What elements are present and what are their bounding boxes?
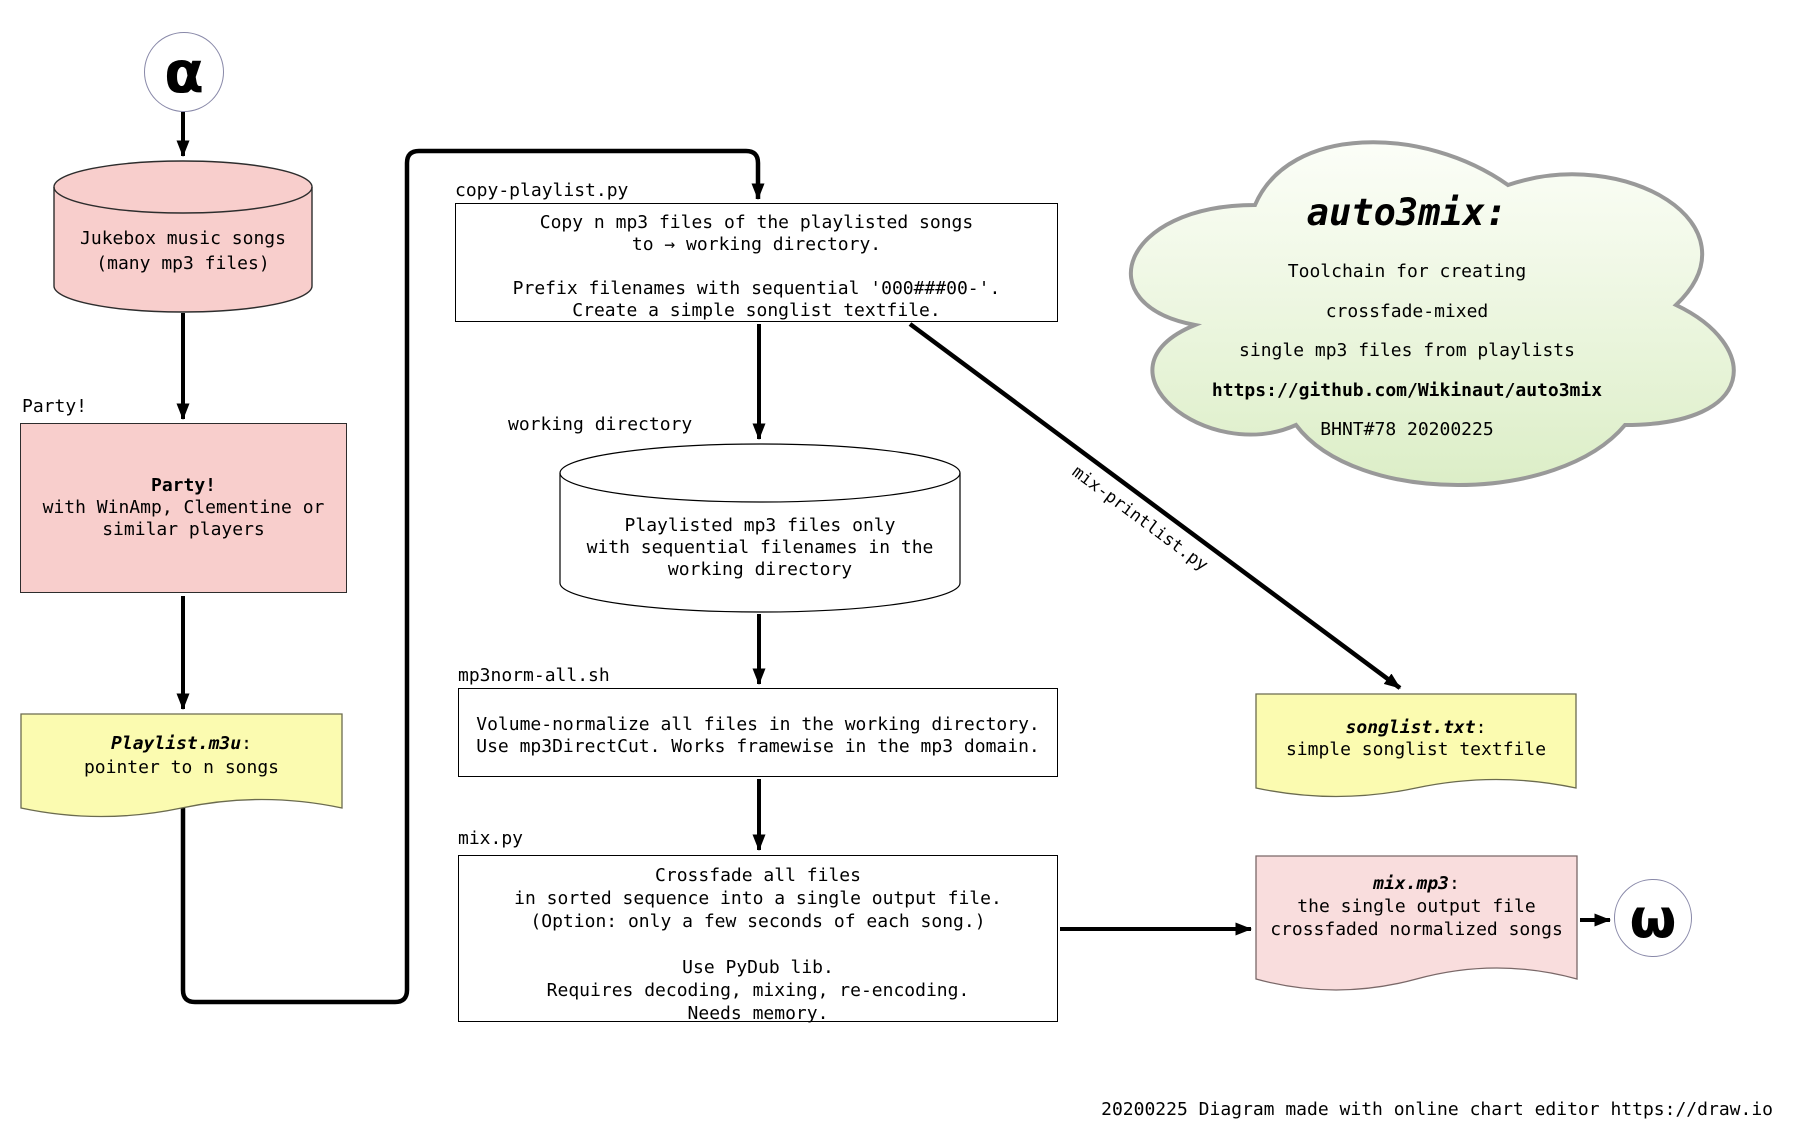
mixmp3-doc-colon: : — [1449, 873, 1460, 894]
party-box: Party! with WinAmp, Clementine or simila… — [20, 423, 347, 593]
mix-box-line-7: Needs memory. — [687, 1003, 829, 1024]
mp3norm-box: Volume-normalize all files in the workin… — [458, 688, 1058, 777]
copy-box-line-1: Copy n mp3 files of the playlisted songs — [539, 212, 974, 233]
mix-box-line-5: Use PyDub lib. — [682, 957, 834, 978]
party-line-2: similar players — [102, 519, 265, 540]
cloud-line-1: Toolchain for creating — [1287, 261, 1527, 282]
jukebox-line-2: (many mp3 files) — [96, 253, 270, 274]
party-line-1: with WinAmp, Clementine or — [42, 497, 325, 518]
alpha-symbol: α — [164, 38, 204, 106]
mixmp3-doc-line-1: the single output file — [1297, 896, 1536, 917]
mix-box-line-2: in sorted sequence into a single output … — [514, 888, 1002, 909]
mixmp3-doc-line-2: crossfaded normalized songs — [1270, 919, 1563, 940]
copy-playlist-label: copy-playlist.py — [455, 180, 629, 201]
omega-symbol: ω — [1629, 886, 1677, 950]
cloud-title: auto3mix: — [1306, 191, 1508, 234]
playlist-doc-line: pointer to n songs — [83, 757, 280, 778]
footer-credit: 20200225 Diagram made with online chart … — [1101, 1099, 1773, 1120]
songlist-doc-colon: : — [1475, 717, 1487, 738]
mix-box: Crossfade all files in sorted sequence i… — [458, 855, 1058, 1024]
mix-box-line-1: Crossfade all files — [655, 865, 861, 886]
working-directory-label: working directory — [508, 414, 693, 435]
copy-box-line-3 — [456, 256, 1057, 278]
songlist-doc-name: songlist.txt — [1345, 717, 1476, 738]
party-title: Party! — [150, 475, 217, 496]
party-outer-label: Party! — [22, 396, 88, 417]
mix-label: mix.py — [458, 828, 524, 849]
mix-box-line-4 — [459, 933, 1057, 956]
workdir-line-1: Playlisted mp3 files only — [624, 515, 896, 536]
playlist-doc-colon: : — [241, 733, 252, 754]
cloud-line-2: crossfade-mixed — [1325, 300, 1489, 322]
cloud-meta: BHNT#78 20200225 — [1320, 419, 1494, 440]
start-terminator-alpha: α — [144, 32, 224, 112]
mix-box-line-3: (Option: only a few seconds of each song… — [530, 911, 986, 932]
copy-box-line-2: to → working directory. — [631, 234, 882, 255]
copy-box-line-4: Prefix filenames with sequential '000###… — [512, 278, 1001, 299]
jukebox-line-1: Jukebox music songs — [80, 228, 286, 249]
mp3norm-label: mp3norm-all.sh — [458, 665, 610, 686]
mix-box-line-6: Requires decoding, mixing, re-encoding. — [546, 980, 970, 1001]
auto3mix-cloud: auto3mix: Toolchain for creating crossfa… — [1087, 105, 1760, 505]
copy-playlist-box: Copy n mp3 files of the playlisted songs… — [455, 203, 1058, 322]
working-directory-cylinder: Playlisted mp3 files only with sequentia… — [559, 443, 961, 613]
mixmp3-doc-name: mix.mp3 — [1373, 873, 1449, 894]
copy-box-line-5: Create a simple songlist textfile. — [572, 300, 941, 321]
mixmp3-document: mix.mp3: the single output file crossfad… — [1255, 855, 1578, 1003]
mp3norm-line-1: Volume-normalize all files in the workin… — [476, 714, 1040, 735]
songlist-doc-line: simple songlist textfile — [1285, 739, 1547, 760]
songlist-document: songlist.txt: simple songlist textfile — [1255, 693, 1577, 808]
workdir-line-2: with sequential filenames in the — [586, 537, 934, 558]
mp3norm-line-2: Use mp3DirectCut. Works framewise in the… — [476, 736, 1040, 757]
jukebox-cylinder: Jukebox music songs (many mp3 files) — [53, 160, 313, 313]
playlist-document: Playlist.m3u: pointer to n songs — [20, 713, 343, 828]
workdir-line-3: working directory — [667, 559, 853, 580]
playlist-doc-name: Playlist.m3u — [111, 733, 242, 754]
cloud-line-3: single mp3 files from playlists — [1239, 340, 1575, 361]
cloud-url: https://github.com/Wikinaut/auto3mix — [1211, 379, 1603, 401]
end-terminator-omega: ω — [1614, 879, 1692, 957]
